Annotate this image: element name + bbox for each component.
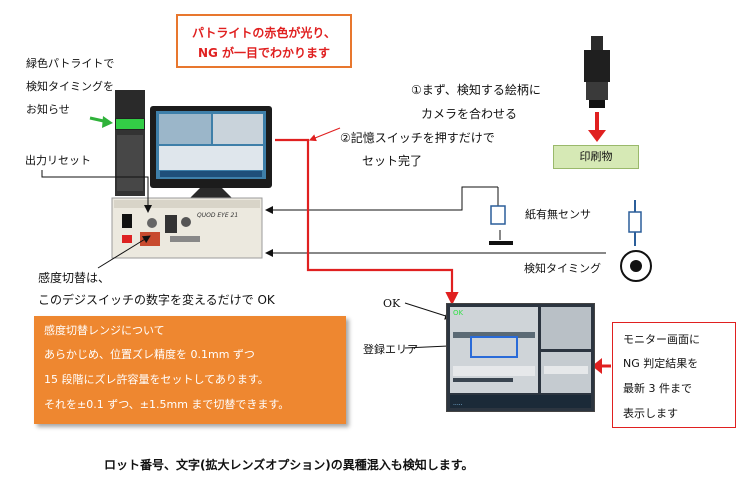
step2-line1: ②記憶スイッチを押すだけで — [340, 131, 495, 145]
sensitivity-line1: 感度切替は、 — [38, 271, 111, 285]
monitor-note-box: モニター画面に NG 判定結果を 最新 3 件まで 表示します — [612, 322, 736, 428]
screen-ok-mark: OK — [453, 309, 464, 317]
paper-sensor-icon — [490, 205, 506, 225]
green-light-note-2: 検知タイミングを — [26, 80, 114, 93]
sensitivity-pointer — [97, 235, 151, 269]
ok-label: OK — [383, 297, 401, 310]
range-line4: それを±0.1 ずつ、±1.5mm まで切替できます。 — [44, 398, 290, 411]
printed-matter-box: 印刷物 — [553, 145, 639, 169]
paper-sensor-label: 紙有無センサ — [525, 208, 591, 221]
detect-timing-label: 検知タイミング — [524, 262, 601, 275]
monitor-note-3: 最新 3 件まで — [623, 382, 692, 395]
step2-pointer — [308, 127, 341, 142]
sensor-line — [265, 186, 498, 214]
printed-matter-label: 印刷物 — [579, 150, 613, 163]
output-reset-label: 出力リセット — [25, 154, 91, 167]
monitor-note-2: NG 判定結果を — [623, 357, 699, 370]
footer-text: ロット番号、文字(拡大レンズオプション)の異種混入も検知します。 — [104, 458, 474, 472]
camera — [584, 36, 610, 108]
rotary-encoder-icon — [620, 200, 652, 282]
controller-box: QUOD EYE 21 — [111, 197, 263, 259]
sensitivity-line2: このデジスイッチの数字を変えるだけで OK — [38, 293, 275, 307]
step2-line2: セット完了 — [362, 154, 423, 168]
range-line2: あらかじめ、位置ズレ精度を 0.1mm ずつ — [44, 348, 255, 361]
patlite-tower — [115, 90, 145, 196]
register-area-box — [470, 336, 518, 358]
monitor-note-1: モニター画面に — [623, 333, 700, 346]
patlite-red-callout: パトライトの赤色が光り、 NG が一目でわかります — [176, 14, 352, 68]
step1-line2: カメラを合わせる — [421, 107, 518, 121]
svg-text:.....: ..... — [453, 400, 463, 407]
range-line1: 感度切替レンジについて — [44, 324, 165, 337]
monitor-screenshot-art: ..... OK — [450, 307, 591, 408]
green-light-note-3: お知らせ — [26, 103, 70, 116]
monitor-feed-red-line — [275, 138, 459, 306]
register-area-label: 登録エリア — [363, 343, 418, 356]
output-reset-pointer — [41, 170, 152, 213]
monitor-note-4: 表示します — [623, 407, 678, 420]
range-line3: 15 段階にズレ許容量をセットしてあります。 — [44, 373, 269, 386]
sensitivity-range-box: 感度切替レンジについて あらかじめ、位置ズレ精度を 0.1mm ずつ 15 段階… — [34, 316, 346, 424]
green-light-note-1: 緑色パトライトで — [26, 57, 115, 70]
monitor — [150, 106, 272, 198]
callout-line-2: NG が一目でわかります — [197, 46, 331, 60]
monitor-screenshot: ..... OK — [446, 303, 595, 412]
ok-pointer — [404, 302, 453, 320]
panel-name: QUOD EYE 21 — [197, 212, 238, 219]
callout-line-1: パトライトの赤色が光り、 — [192, 26, 336, 40]
step1-line1: ①まず、検知する絵柄に — [411, 83, 541, 97]
